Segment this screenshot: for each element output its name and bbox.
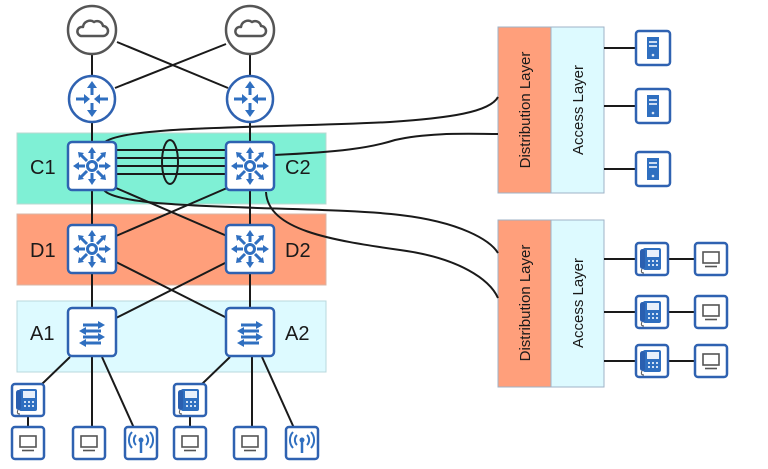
remote-distribution-layer (497, 26, 552, 194)
core-layer-band (16, 132, 327, 205)
cloud-1[interactable] (66, 4, 118, 56)
a2-ip-phone[interactable] (172, 382, 208, 418)
core-switch-c2[interactable] (224, 140, 276, 192)
l3-switch-icon (71, 145, 113, 187)
cloud-2[interactable] (224, 4, 276, 56)
access-switch-a2[interactable] (224, 306, 276, 358)
links (27, 41, 695, 429)
server-2[interactable] (634, 87, 672, 125)
l3-switch-icon (229, 145, 271, 187)
label-a2: A2 (285, 323, 309, 345)
a1-wireless-ap[interactable] (123, 425, 159, 461)
remote-access-layer (550, 26, 605, 194)
a2-pc[interactable] (232, 425, 268, 461)
link-cloud2-router1 (114, 43, 227, 89)
server-icon (646, 36, 660, 60)
access-switch-a1[interactable] (66, 306, 118, 358)
link-c2-remote-users (265, 191, 499, 299)
a1-ip-phone[interactable] (10, 382, 46, 418)
access-layer-band (16, 300, 327, 373)
router-1[interactable] (67, 74, 117, 124)
label-c2: C2 (285, 157, 311, 179)
label-c1: C1 (30, 157, 56, 179)
server-icon (646, 157, 660, 181)
link-d2-a1 (115, 261, 228, 319)
a2-pc-behind-phone[interactable] (172, 425, 208, 461)
distribution-layer-band (16, 213, 327, 286)
remote-block-servers: Distribution Layer Access Layer (497, 26, 605, 194)
remote-distribution-layer (497, 219, 552, 388)
remote-access-layer (550, 219, 605, 388)
server-3[interactable] (634, 150, 672, 188)
remote-access-label: Access Layer (570, 258, 587, 348)
server-1[interactable] (634, 29, 672, 67)
a1-pc[interactable] (71, 425, 107, 461)
link-a1-phone (41, 356, 71, 385)
link-a1-ap (101, 356, 135, 429)
router-2[interactable] (225, 74, 275, 124)
link-c2-d1 (115, 187, 228, 237)
l3-switch-icon (71, 228, 113, 270)
remote-distribution-label: Distribution Layer (517, 52, 534, 169)
link-c2-remote-servers (273, 132, 499, 156)
link-a2-ap (261, 356, 295, 429)
a1-pc-behind-phone[interactable] (10, 425, 46, 461)
remote-ip-phone-2[interactable] (634, 294, 670, 330)
link-a2-phone (201, 356, 231, 385)
l3-switch-icon (229, 228, 271, 270)
etherchannel-marker (161, 139, 179, 185)
link-c1-remote-servers (103, 96, 499, 144)
link-c1-remote-users (103, 189, 499, 254)
distribution-switch-d2[interactable] (224, 223, 276, 275)
remote-block-users: Distribution Layer Access Layer (497, 219, 605, 388)
core-switch-c1[interactable] (66, 140, 118, 192)
a2-wireless-ap[interactable] (284, 425, 320, 461)
remote-access-label: Access Layer (570, 65, 587, 155)
remote-pc-3[interactable] (693, 343, 729, 379)
label-d2: D2 (285, 240, 311, 262)
remote-ip-phone-1[interactable] (634, 241, 670, 277)
label-a1: A1 (30, 323, 54, 345)
remote-ip-phone-3[interactable] (634, 343, 670, 379)
server-icon (646, 94, 660, 118)
remote-pc-2[interactable] (693, 294, 729, 330)
remote-pc-1[interactable] (693, 241, 729, 277)
distribution-switch-d1[interactable] (66, 223, 118, 275)
remote-distribution-label: Distribution Layer (517, 245, 534, 362)
label-d1: D1 (30, 240, 56, 262)
